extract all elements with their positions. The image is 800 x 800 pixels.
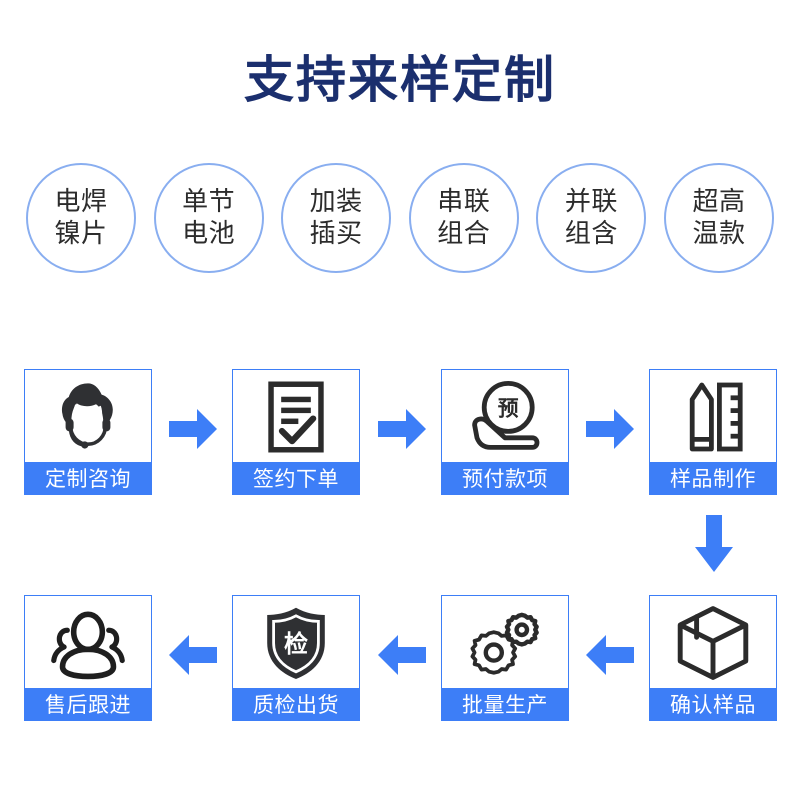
- flow-arrow-right-icon-3: [584, 406, 636, 452]
- process-step-3[interactable]: 预 预付款项: [441, 369, 569, 495]
- feature-badge-2[interactable]: 单节 电池: [153, 163, 264, 273]
- feature-badge-4[interactable]: 串联 组合: [408, 163, 519, 273]
- feature-badge-list: 电焊 镍片 单节 电池 加装 插买 串联 组合 并联 组含 超高 温款: [26, 162, 774, 274]
- flow-arrow-right-icon-2: [376, 406, 428, 452]
- user-group-icon: [25, 596, 151, 688]
- feature-badge-5-line2: 组含: [564, 218, 618, 248]
- feature-badge-3-line2: 插买: [309, 218, 363, 248]
- process-step-4[interactable]: 样品制作: [649, 369, 777, 495]
- feature-badge-1-line2: 镍片: [54, 218, 108, 248]
- process-step-5[interactable]: 确认样品: [649, 595, 777, 721]
- flow-arrow-right-icon-1: [167, 406, 219, 452]
- feature-badge-3[interactable]: 加装 插买: [281, 163, 392, 273]
- document-checkmark-icon: [233, 370, 359, 462]
- coin-character: 预: [498, 397, 519, 420]
- feature-badge-2-line2: 电池: [182, 218, 236, 248]
- feature-badge-4-line1: 串联: [437, 186, 491, 217]
- process-step-3-label: 预付款项: [442, 462, 568, 494]
- feature-badge-1[interactable]: 电焊 镍片: [26, 163, 136, 273]
- feature-badge-5-line1: 并联: [564, 186, 618, 217]
- flow-arrow-left-icon-3: [167, 632, 219, 678]
- feature-badge-6-line1: 超高: [692, 186, 746, 217]
- pencil-ruler-icon: [650, 370, 776, 462]
- process-step-5-label: 确认样品: [650, 688, 776, 720]
- gears-icon: [442, 596, 568, 688]
- customer-service-headset-icon: [25, 370, 151, 462]
- feature-badge-2-line1: 单节: [182, 186, 236, 217]
- process-step-1-label: 定制咨询: [25, 462, 151, 494]
- feature-badge-6[interactable]: 超高 温款: [663, 163, 774, 273]
- flow-arrow-left-icon-2: [376, 632, 428, 678]
- feature-badge-3-line1: 加装: [309, 186, 363, 217]
- feature-badge-6-line2: 温款: [692, 218, 746, 248]
- process-step-6[interactable]: 批量生产: [441, 595, 569, 721]
- hand-holding-coin-icon: 预: [442, 370, 568, 462]
- flow-arrow-down-icon: [692, 513, 736, 575]
- process-step-8-label: 售后跟进: [25, 688, 151, 720]
- page-title: 支持来样定制: [244, 52, 556, 108]
- feature-badge-5[interactable]: 并联 组含: [536, 163, 647, 273]
- process-step-1[interactable]: 定制咨询: [24, 369, 152, 495]
- shield-inspect-icon: 检: [233, 596, 359, 688]
- feature-badge-1-line1: 电焊: [54, 186, 108, 217]
- process-step-7[interactable]: 检 质检出货: [232, 595, 360, 721]
- feature-badge-4-line2: 组合: [437, 218, 491, 248]
- process-step-7-label: 质检出货: [233, 688, 359, 720]
- flow-arrow-left-icon-1: [584, 632, 636, 678]
- process-step-2-label: 签约下单: [233, 462, 359, 494]
- process-step-8[interactable]: 售后跟进: [24, 595, 152, 721]
- process-step-4-label: 样品制作: [650, 462, 776, 494]
- process-step-6-label: 批量生产: [442, 688, 568, 720]
- package-box-icon: [650, 596, 776, 688]
- shield-character: 检: [284, 630, 308, 658]
- process-step-2[interactable]: 签约下单: [232, 369, 360, 495]
